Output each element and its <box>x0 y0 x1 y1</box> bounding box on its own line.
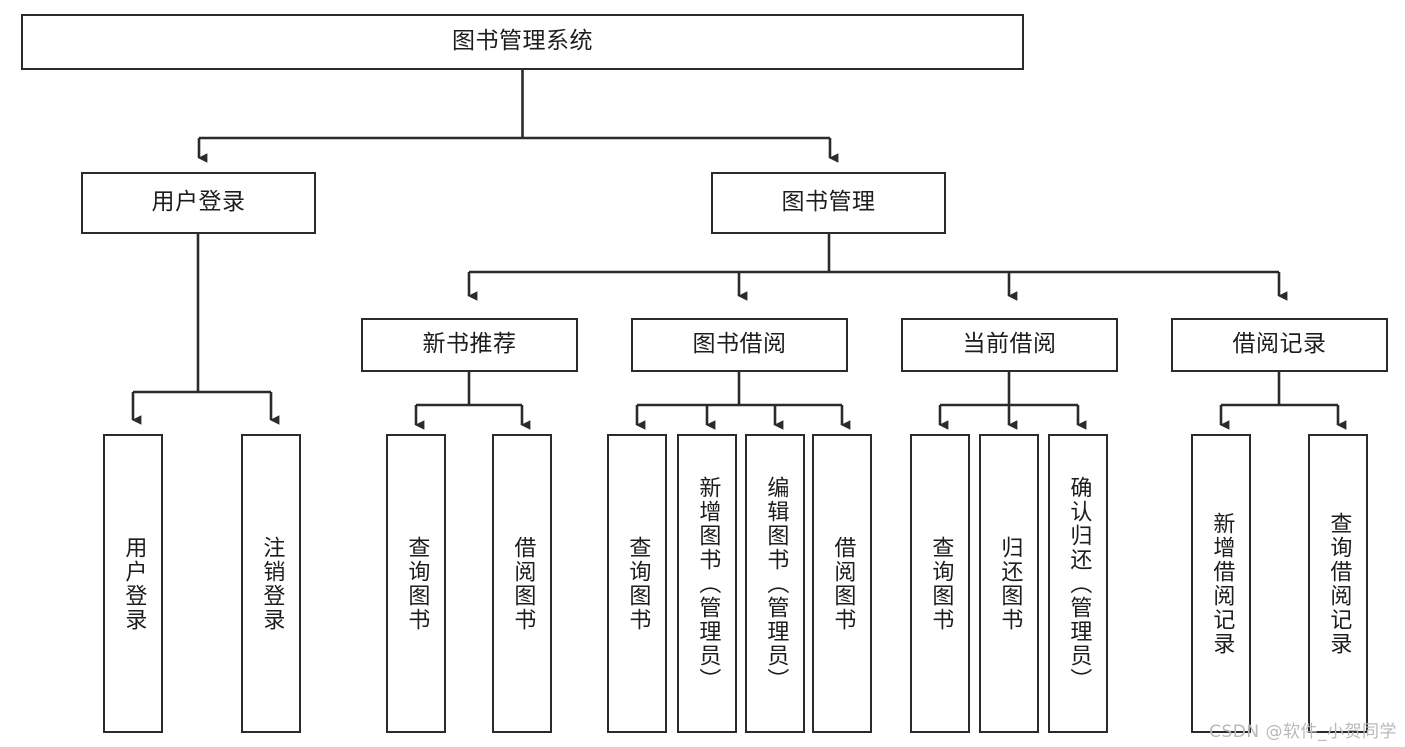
node-leaf-rec-query[interactable]: 查询图书 <box>386 434 446 733</box>
node-current-borrow[interactable]: 当前借阅 <box>901 318 1118 372</box>
node-leaf-cb-confirm[interactable]: 确认归还（管理员） <box>1048 434 1108 733</box>
node-book-manage[interactable]: 图书管理 <box>711 172 946 234</box>
node-leaf-cb-query-label: 查询图书 <box>928 535 954 632</box>
node-leaf-br-query-label: 查询借阅记录 <box>1326 511 1352 656</box>
node-leaf-cb-return-label: 归还图书 <box>997 535 1023 632</box>
node-leaf-bb-query[interactable]: 查询图书 <box>607 434 667 733</box>
node-leaf-user-login-label: 用户登录 <box>121 535 147 632</box>
node-root[interactable]: 图书管理系统 <box>21 14 1024 70</box>
node-leaf-br-query[interactable]: 查询借阅记录 <box>1308 434 1368 733</box>
node-leaf-cb-confirm-label: 确认归还（管理员） <box>1066 475 1092 692</box>
node-user-login-label: 用户登录 <box>151 189 246 216</box>
node-book-manage-label: 图书管理 <box>781 189 876 216</box>
node-leaf-bb-edit[interactable]: 编辑图书（管理员） <box>745 434 805 733</box>
node-leaf-rec-borrow-label: 借阅图书 <box>510 535 536 632</box>
node-leaf-logout-label: 注销登录 <box>259 535 285 632</box>
node-leaf-rec-query-label: 查询图书 <box>404 535 430 632</box>
node-leaf-logout[interactable]: 注销登录 <box>241 434 301 733</box>
node-borrow-record[interactable]: 借阅记录 <box>1171 318 1388 372</box>
node-book-borrow-label: 图书借阅 <box>692 331 787 358</box>
node-root-label: 图书管理系统 <box>452 28 593 55</box>
node-new-book-rec-label: 新书推荐 <box>422 331 517 358</box>
node-leaf-bb-borrow[interactable]: 借阅图书 <box>812 434 872 733</box>
node-leaf-rec-borrow[interactable]: 借阅图书 <box>492 434 552 733</box>
node-leaf-bb-add-label: 新增图书（管理员） <box>695 475 721 692</box>
node-book-borrow[interactable]: 图书借阅 <box>631 318 848 372</box>
node-leaf-bb-edit-label: 编辑图书（管理员） <box>763 475 789 692</box>
node-borrow-record-label: 借阅记录 <box>1232 331 1327 358</box>
node-new-book-rec[interactable]: 新书推荐 <box>361 318 578 372</box>
node-leaf-bb-query-label: 查询图书 <box>625 535 651 632</box>
node-leaf-bb-borrow-label: 借阅图书 <box>830 535 856 632</box>
node-leaf-bb-add[interactable]: 新增图书（管理员） <box>677 434 737 733</box>
csdn-watermark: CSDN @软件_小贺同学 <box>1209 722 1397 742</box>
node-user-login[interactable]: 用户登录 <box>81 172 316 234</box>
node-leaf-br-add-label: 新增借阅记录 <box>1209 511 1235 656</box>
node-leaf-br-add[interactable]: 新增借阅记录 <box>1191 434 1251 733</box>
node-current-borrow-label: 当前借阅 <box>962 331 1057 358</box>
node-leaf-user-login[interactable]: 用户登录 <box>103 434 163 733</box>
node-leaf-cb-return[interactable]: 归还图书 <box>979 434 1039 733</box>
node-leaf-cb-query[interactable]: 查询图书 <box>910 434 970 733</box>
